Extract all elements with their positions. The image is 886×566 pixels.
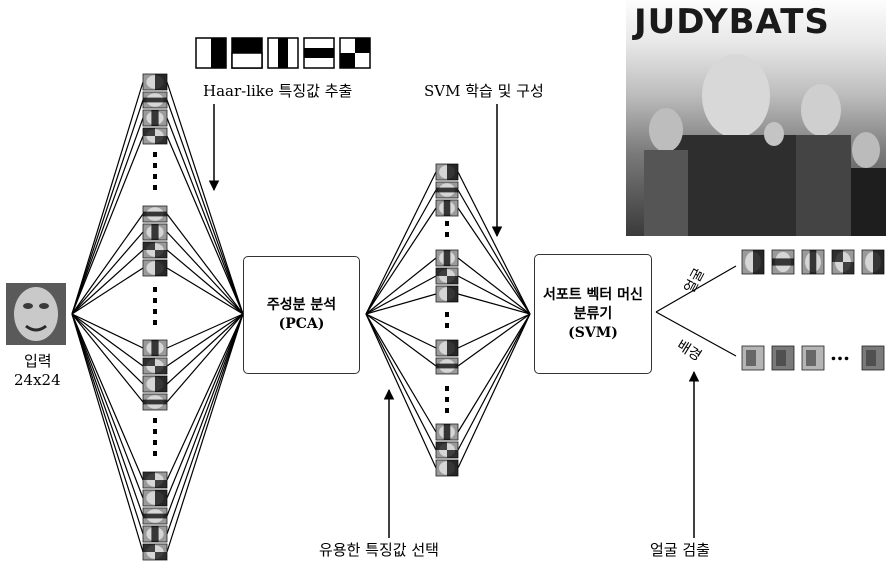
haar-feature-thumbnail: [142, 127, 168, 145]
sample-photo-people: [644, 54, 886, 236]
background-patch-thumbnail: [801, 345, 825, 371]
svm-box-line3: (SVM): [568, 324, 618, 341]
background-branch-line: [655, 311, 737, 357]
haar-feature-thumbnail: [142, 525, 168, 543]
haar-feature-thumbnail: [142, 489, 168, 507]
background-result-thumbnails: [741, 345, 885, 371]
haar-feature-thumbnail: [142, 109, 168, 127]
haar-feature-thumbnail: [142, 241, 168, 259]
selected-feature-thumbnail: [435, 423, 459, 441]
pca-box-line1: 주성분 분석: [266, 297, 337, 313]
face-branch-line: [655, 265, 737, 313]
selected-feature-thumbnail: [435, 199, 459, 217]
face-detect-label: 얼굴 검출: [650, 541, 710, 559]
selected-feature-thumbnail: [435, 249, 459, 267]
detected-face-thumbnail: [801, 249, 825, 275]
pca-to-svm-lines: [365, 171, 531, 469]
haar-feature-thumbnail: [142, 507, 168, 525]
feature-column-ellipsis-2: [153, 287, 157, 325]
selected-column-ellipsis-1: [445, 221, 449, 237]
background-patch-thumbnail: [741, 345, 765, 371]
haar-feature-thumbnail: [142, 357, 168, 375]
haar-feature-thumbnail: [142, 223, 168, 241]
feature-select-label: 유용한 특징값 선택: [319, 541, 439, 559]
haar-template-4: [303, 37, 335, 69]
input-to-features-lines: [71, 81, 144, 553]
svm-box: 서포트 벡터 머신 분류기 (SVM): [534, 254, 652, 374]
haar-feature-thumbnail: [142, 205, 168, 223]
svm-train-label: SVM 학습 및 구성: [424, 82, 544, 100]
pca-box-line2: (PCA): [278, 316, 325, 332]
background-patch-thumbnail: [771, 345, 795, 371]
feature-column-ellipsis-1: [153, 152, 157, 190]
haar-feature-thumbnail: [142, 375, 168, 393]
svm-box-line1: 서포트 벡터 머신: [543, 286, 643, 303]
face-result-thumbnails: [741, 249, 885, 275]
input-label-line2: 24x24: [14, 371, 61, 389]
selected-feature-thumbnail: [435, 441, 459, 459]
input-face-image: [6, 283, 66, 345]
haar-feature-thumbnail: [142, 339, 168, 357]
haar-feature-thumbnail: [142, 393, 168, 411]
sample-photo: JUDYBATS: [626, 0, 886, 236]
detected-face-thumbnail: [831, 249, 855, 275]
haar-feature-thumbnail: [142, 73, 168, 91]
haar-template-1: [195, 37, 227, 69]
haar-feature-column: [142, 73, 168, 561]
haar-template-5: [339, 37, 371, 69]
selected-feature-thumbnail: [435, 163, 459, 181]
detected-face-thumbnail: [861, 249, 885, 275]
haar-feature-thumbnail: [142, 91, 168, 109]
feature-column-ellipsis-3: [153, 418, 157, 456]
selected-feature-column: [435, 163, 459, 477]
selected-feature-thumbnail: [435, 459, 459, 477]
selected-column-ellipsis-2: [445, 312, 449, 328]
selected-column-ellipsis-3: [445, 386, 449, 413]
haar-template-2: [231, 37, 263, 69]
features-to-pca-lines: [166, 81, 244, 553]
selected-feature-thumbnail: [435, 357, 459, 375]
detected-face-thumbnail: [771, 249, 795, 275]
input-label-line1: 입력: [24, 352, 52, 370]
sample-photo-title: JUDYBATS: [634, 2, 830, 42]
haar-feature-thumbnail: [142, 543, 168, 561]
background-patch-thumbnail: [861, 345, 885, 371]
haar-feature-thumbnail: [142, 259, 168, 277]
svm-box-line2: 분류기: [573, 305, 613, 322]
pca-box: 주성분 분석 (PCA): [243, 256, 360, 374]
background-results-ellipsis: …: [830, 341, 850, 365]
haar-feature-thumbnail: [142, 471, 168, 489]
detected-face-thumbnail: [741, 249, 765, 275]
haar-template-icons: [195, 37, 371, 69]
selected-feature-thumbnail: [435, 285, 459, 303]
haar-extract-label: Haar-like 특징값 추출: [203, 82, 353, 100]
selected-feature-thumbnail: [435, 339, 459, 357]
selected-feature-thumbnail: [435, 181, 459, 199]
selected-feature-thumbnail: [435, 267, 459, 285]
haar-template-3: [267, 37, 299, 69]
